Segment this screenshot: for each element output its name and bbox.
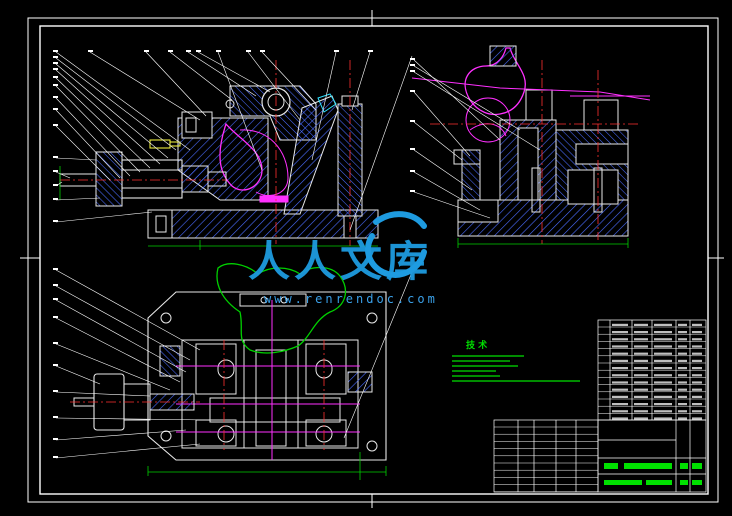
parts-list-entry-mark [634, 395, 648, 398]
parts-list-entry-mark [654, 367, 672, 370]
parts-list-entry-mark [678, 359, 687, 362]
parts-list-entry-mark [678, 352, 687, 355]
parts-list-entry-mark [612, 403, 628, 406]
parts-list-entry-mark [612, 381, 628, 384]
watermark-url: www.renrendoc.com [264, 292, 438, 306]
parts-list-entry-mark [692, 338, 702, 341]
drawing-frame [20, 10, 724, 508]
parts-list-entry-mark [678, 395, 687, 398]
parts-list-entry-mark [654, 352, 672, 355]
parts-list-entry-mark [654, 323, 672, 326]
parts-list-entry-mark [692, 352, 702, 355]
parts-list-entry-mark [634, 323, 648, 326]
parts-list-entry-mark [612, 345, 628, 348]
watermark: 人人文库 www.renrendoc.com [248, 211, 438, 306]
parts-list-entry-mark [692, 388, 702, 391]
parts-list-entry-mark [612, 417, 628, 420]
revision-rows [494, 426, 598, 493]
parts-list-entry-mark [634, 381, 648, 384]
parts-list-entry-mark [678, 345, 687, 348]
parts-list-entry-mark [692, 417, 702, 420]
parts-list-entry-mark [692, 410, 702, 413]
parts-list-entry-mark [678, 367, 687, 370]
parts-list-entry-mark [612, 374, 628, 377]
parts-list-entry-mark [612, 323, 628, 326]
parts-list-entry-mark [654, 388, 672, 391]
parts-list-entry-mark [634, 345, 648, 348]
parts-list-entry-mark [654, 345, 672, 348]
parts-list-entry-mark [634, 403, 648, 406]
notes-title: 技 术 [466, 339, 487, 351]
parts-list-entry-mark [654, 417, 672, 420]
parts-list-entry-mark [654, 403, 672, 406]
parts-list-entry-mark [678, 417, 687, 420]
parts-list-entry-mark [634, 331, 648, 334]
parts-list-rows [598, 326, 706, 414]
parts-list-entry-mark [612, 410, 628, 413]
parts-list-entry-mark [692, 345, 702, 348]
parts-list-entry-mark [678, 410, 687, 413]
front-view-leaders [55, 51, 413, 231]
parts-list-entry-mark [692, 323, 702, 326]
parts-list-entry-mark [612, 388, 628, 391]
parts-list-entry-mark [654, 395, 672, 398]
front-view-balloons [53, 50, 373, 222]
parts-list-entry-mark [654, 331, 672, 334]
parts-list-entry-mark [654, 359, 672, 362]
parts-list-entry-mark [678, 331, 687, 334]
parts-list-entry-mark [634, 352, 648, 355]
parts-list-entry-mark [634, 338, 648, 341]
parts-list-entry-mark [692, 403, 702, 406]
parts-list-entry-mark [692, 359, 702, 362]
parts-list-entry-mark [678, 374, 687, 377]
title-block [597, 419, 707, 493]
parts-list-entry-mark [654, 381, 672, 384]
parts-list-entry-mark [612, 331, 628, 334]
parts-list-entry-mark [634, 417, 648, 420]
parts-list-entry-mark [654, 410, 672, 413]
parts-list-entry-mark [612, 367, 628, 370]
parts-list-entry-mark [612, 359, 628, 362]
side-view [411, 45, 651, 248]
parts-list-entry-mark [678, 388, 687, 391]
parts-list-entry-mark [692, 374, 702, 377]
top-view [70, 263, 387, 480]
parts-list-entry-mark [678, 381, 687, 384]
parts-list-entry-mark [634, 410, 648, 413]
parts-list-entry-mark [612, 395, 628, 398]
parts-list-entry-mark [612, 338, 628, 341]
parts-list-entry-mark [678, 323, 687, 326]
parts-list-entry-mark [678, 403, 687, 406]
parts-list-entry-mark [654, 338, 672, 341]
parts-list-entry-mark [692, 381, 702, 384]
parts-list-entry-mark [692, 395, 702, 398]
front-view [59, 60, 379, 250]
parts-list-entry-mark [612, 352, 628, 355]
parts-list-entry-mark [678, 338, 687, 341]
parts-list-entry-mark [654, 374, 672, 377]
top-view-leaders [55, 269, 413, 459]
side-view-leaders [413, 59, 541, 219]
side-view-balloons [410, 58, 415, 192]
parts-list-entry-mark [692, 331, 702, 334]
title-block-text-marks [604, 463, 702, 485]
technical-notes: 技 术 [452, 339, 580, 382]
parts-list-entry-mark [634, 359, 648, 362]
parts-list-entry-mark [692, 367, 702, 370]
parts-list-entry-mark [634, 374, 648, 377]
watermark-brand: 人人文库 [248, 237, 432, 286]
parts-list-entry-mark [634, 388, 648, 391]
parts-list-entry-mark [634, 367, 648, 370]
parts-list-entries [612, 323, 702, 420]
top-view-balloons [53, 268, 58, 458]
